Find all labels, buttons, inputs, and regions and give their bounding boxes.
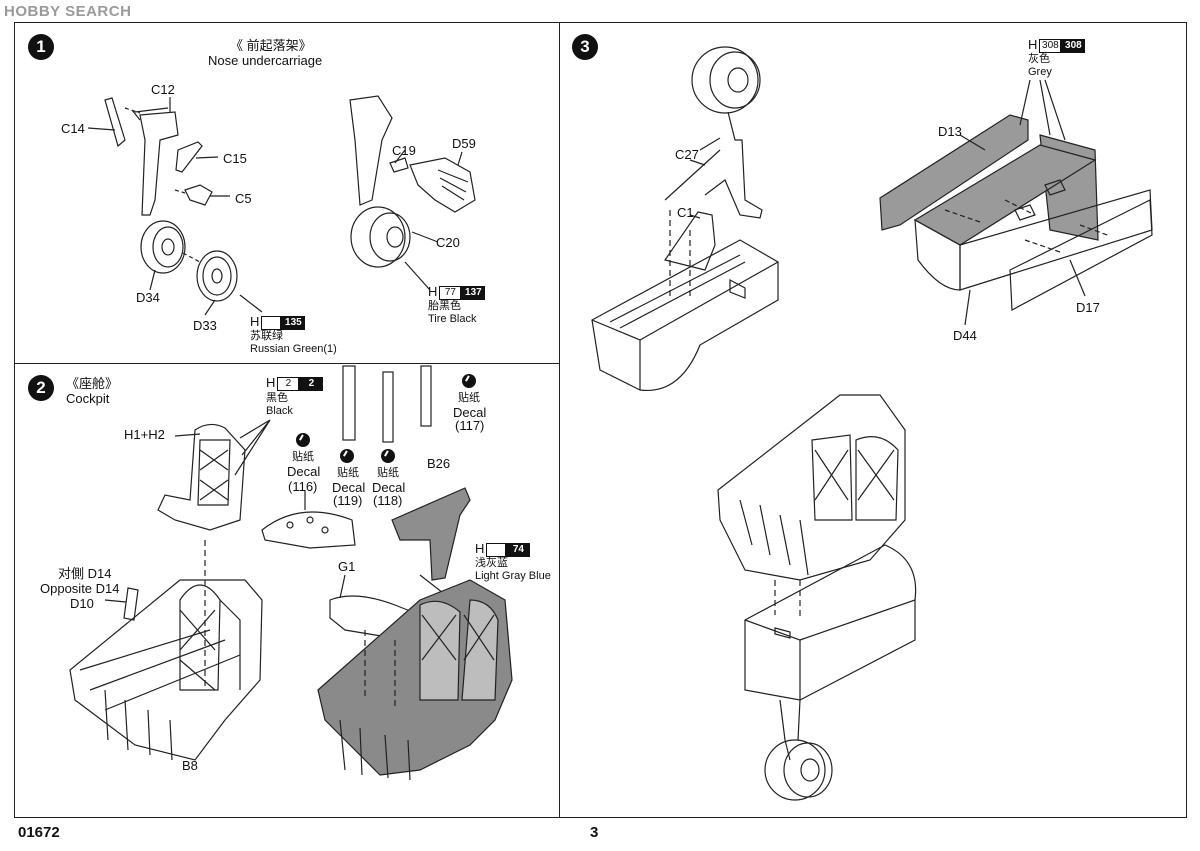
step1-title-en: Nose undercarriage — [208, 53, 323, 68]
wheel-well-assembly-drawing — [591, 46, 1153, 801]
paint-green-cn: 苏联绿 — [250, 330, 283, 342]
part-label-d33: D33 — [193, 318, 217, 333]
paint-code-308-filled: 308 — [1061, 38, 1086, 53]
decal-118-num: (118) — [373, 493, 403, 508]
decal-117-en: Decal — [453, 405, 487, 420]
part-label-b26: B26 — [427, 456, 451, 471]
step3-panel — [559, 22, 1187, 818]
paint-empty-box — [486, 542, 507, 557]
step1-title-cn: 《 前起落架》 — [230, 38, 312, 53]
paint-tire-en: Tire Black — [428, 313, 477, 325]
decal-116-cn: 贴纸 — [292, 451, 314, 463]
decal-118-en: Decal — [372, 480, 406, 495]
part-label-d34: D34 — [136, 290, 160, 305]
part-label-b8: B8 — [182, 758, 198, 773]
part-label-d17: D17 — [1076, 300, 1100, 315]
step2-number: 2 — [28, 375, 54, 401]
paint-black-cn: 黑色 — [266, 392, 288, 404]
paint-gray-cn: 浅灰蓝 — [475, 557, 508, 569]
opposite-d14-en: Opposite D14 — [40, 581, 120, 596]
decal-icon — [462, 374, 476, 388]
part-label-c27: C27 — [675, 147, 699, 162]
step3-number: 3 — [572, 34, 598, 60]
decal-118-cn: 贴纸 — [377, 467, 399, 479]
paint-tire-cn: 胎黑色 — [428, 300, 461, 312]
paint-code-74: 74 — [506, 542, 531, 557]
step2-title-cn: 《座舱》 — [66, 376, 119, 391]
paint-code-77: 77 — [439, 285, 462, 300]
step1-number: 1 — [28, 34, 54, 60]
decal-icon — [296, 433, 310, 447]
nose-gear-exploded-drawing — [87, 95, 476, 316]
paint-h-label: H — [428, 284, 438, 299]
step2-title-en: Cockpit — [66, 391, 110, 406]
part-label-c1: C1 — [677, 205, 694, 220]
paint-h-label: H — [1028, 37, 1038, 52]
paint-h-label: H — [250, 314, 260, 329]
part-label-c5: C5 — [235, 191, 252, 206]
part-label-d13: D13 — [938, 124, 962, 139]
part-label-d59: D59 — [452, 136, 476, 151]
cockpit-assembly-drawing — [69, 365, 513, 781]
part-label-d44: D44 — [953, 328, 977, 343]
paint-empty-box — [261, 315, 282, 330]
paint-gray-en: Light Gray Blue — [475, 570, 551, 582]
part-label-g1: G1 — [338, 559, 356, 574]
part-label-d10: D10 — [70, 596, 94, 611]
part-label-c15: C15 — [223, 151, 247, 166]
part-label-c12: C12 — [151, 82, 175, 97]
paint-code-137: 137 — [461, 285, 486, 300]
decal-119-num: (119) — [333, 493, 363, 508]
paint-code-2-outline: 2 — [277, 376, 300, 391]
paint-grey-en: Grey — [1028, 66, 1052, 78]
paint-h-label: H — [475, 541, 485, 556]
paint-code-308-outline: 308 — [1039, 38, 1062, 53]
decal-119-cn: 贴纸 — [337, 467, 359, 479]
footer-page-number: 3 — [590, 824, 599, 841]
paint-grey-cn: 灰色 — [1028, 53, 1050, 65]
paint-code-2-filled: 2 — [299, 376, 324, 391]
decal-116-en: Decal — [287, 464, 321, 479]
part-label-c20: C20 — [436, 235, 460, 250]
decal-117-num: (117) — [455, 418, 485, 433]
paint-russian-green: H 135 — [250, 314, 306, 330]
part-label-h1-h2: H1+H2 — [124, 427, 165, 442]
decal-119-en: Decal — [332, 480, 366, 495]
decal-116-num: (116) — [288, 479, 318, 494]
opposite-d14-cn: 对側 D14 — [58, 566, 112, 581]
decal-icon — [381, 449, 395, 463]
decal-icon — [340, 449, 354, 463]
part-label-c14: C14 — [61, 121, 85, 136]
paint-green-en: Russian Green(1) — [250, 343, 337, 355]
paint-h-label: H — [266, 375, 276, 390]
paint-light-gray-blue: H 74 — [475, 541, 531, 557]
paint-code-135: 135 — [281, 315, 306, 330]
paint-black-en: Black — [266, 405, 293, 417]
decal-117-cn: 贴纸 — [458, 392, 480, 404]
watermark-logo: HOBBY SEARCH — [4, 3, 132, 20]
footer-catalog-number: 01672 — [18, 824, 60, 841]
